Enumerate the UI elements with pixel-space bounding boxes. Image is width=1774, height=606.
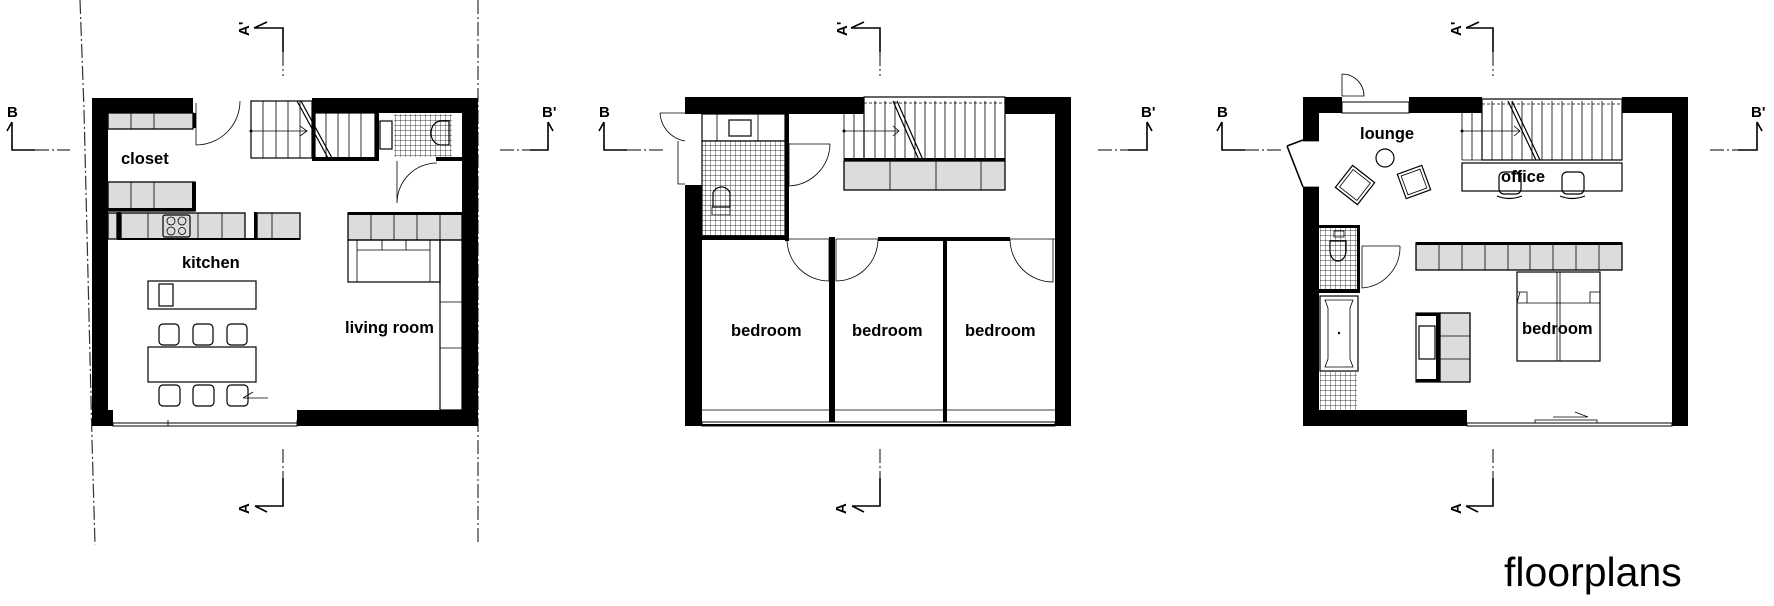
- room-label-closet: closet: [121, 150, 169, 168]
- plan-second-floor: lounge office bedroom A' A B B': [1216, 21, 1765, 514]
- drawing-title: floorplans: [1504, 549, 1682, 595]
- section-marker-a-top: A': [236, 21, 284, 76]
- bedroom-door-1: [786, 238, 830, 282]
- svg-text:A': A': [834, 22, 851, 36]
- walls: [1303, 97, 1688, 426]
- section-marker-a-bottom: A: [1448, 449, 1494, 514]
- bathroom-door: [788, 143, 831, 187]
- room-label-bedroom-1: bedroom: [731, 322, 802, 340]
- svg-text:A': A': [236, 22, 253, 36]
- side-window: [1286, 139, 1304, 188]
- sliding-door-arrow: [242, 391, 268, 399]
- living-cabinets: [347, 212, 463, 411]
- svg-text:A': A': [1448, 22, 1465, 36]
- cooktop-icon: [162, 214, 191, 238]
- stairs: [842, 96, 1006, 161]
- exterior-door: [659, 112, 686, 185]
- wardrobe: [1415, 242, 1623, 271]
- window-glazing: [112, 422, 298, 427]
- section-marker-b-left: B: [598, 104, 663, 151]
- kitchen-island: [147, 280, 257, 310]
- wc-door: [396, 161, 438, 204]
- svg-text:B: B: [7, 104, 18, 121]
- section-marker-b-right: B': [1710, 104, 1765, 151]
- wc-door: [1361, 245, 1401, 289]
- office-chairs: [1496, 171, 1586, 200]
- svg-text:A: A: [1448, 503, 1465, 514]
- lounge-furniture: [1334, 148, 1432, 206]
- room-label-bedroom-2: bedroom: [852, 322, 923, 340]
- section-marker-a-top: A': [1448, 21, 1494, 76]
- walls: [685, 97, 1071, 426]
- section-marker-b-right: B': [500, 104, 556, 151]
- room-label-bedroom-3: bedroom: [965, 322, 1036, 340]
- property-line-left: [79, 0, 96, 546]
- svg-text:B': B': [542, 104, 556, 121]
- stairs: [249, 100, 376, 159]
- svg-text:B': B': [1751, 104, 1765, 121]
- window: [1341, 101, 1410, 114]
- svg-text:B: B: [1217, 104, 1228, 121]
- plan-first-floor: bedroom bedroom bedroom A' A B B': [598, 21, 1155, 514]
- svg-text:A: A: [833, 503, 850, 514]
- hall-cabinets: [843, 160, 1006, 191]
- bed: [1516, 271, 1601, 362]
- svg-text:B: B: [599, 104, 610, 121]
- section-marker-a-bottom: A: [236, 449, 284, 514]
- section-marker-b-right: B': [1098, 104, 1155, 151]
- room-label-living-room: living room: [345, 319, 434, 337]
- vanity: [701, 113, 786, 142]
- dining-table: [147, 323, 257, 407]
- bathroom-tiles: [702, 141, 785, 236]
- kitchen-counter: [107, 212, 301, 240]
- walls: [92, 98, 478, 426]
- section-marker-b-left: B: [1216, 104, 1282, 151]
- bathtub: [1319, 295, 1359, 372]
- section-marker-a-bottom: A: [833, 449, 881, 514]
- stairs: [1460, 98, 1623, 161]
- toilet-icon: [430, 120, 450, 146]
- closet-door: [195, 100, 241, 146]
- closet-cabinets: [107, 112, 196, 212]
- bedroom-door-3: [1009, 238, 1054, 283]
- bath-tiles: [1320, 372, 1357, 410]
- wc-tiles: [1320, 228, 1357, 289]
- wc-room: [379, 114, 452, 204]
- section-marker-b-left: B: [6, 104, 70, 151]
- room-label-kitchen: kitchen: [182, 254, 240, 272]
- office-desk: [1461, 162, 1623, 192]
- svg-text:B': B': [1141, 104, 1155, 121]
- shelf: [439, 239, 463, 411]
- section-marker-a-top: A': [834, 21, 881, 76]
- sofa-tv: [1415, 312, 1471, 383]
- toilet-icon: [1329, 240, 1347, 262]
- room-label-bedroom: bedroom: [1522, 320, 1593, 338]
- sliding-door-arrow: [1553, 411, 1589, 418]
- room-label-lounge: lounge: [1360, 125, 1414, 143]
- svg-text:A: A: [236, 503, 253, 514]
- sofa-icon: [347, 239, 441, 283]
- bedroom-door-2: [835, 238, 879, 282]
- plan-ground-floor: closet kitchen living room A' A B B': [6, 0, 556, 546]
- toilet-icon: [712, 186, 731, 208]
- room-label-office: office: [1501, 168, 1545, 186]
- balcony-door: [1341, 73, 1365, 97]
